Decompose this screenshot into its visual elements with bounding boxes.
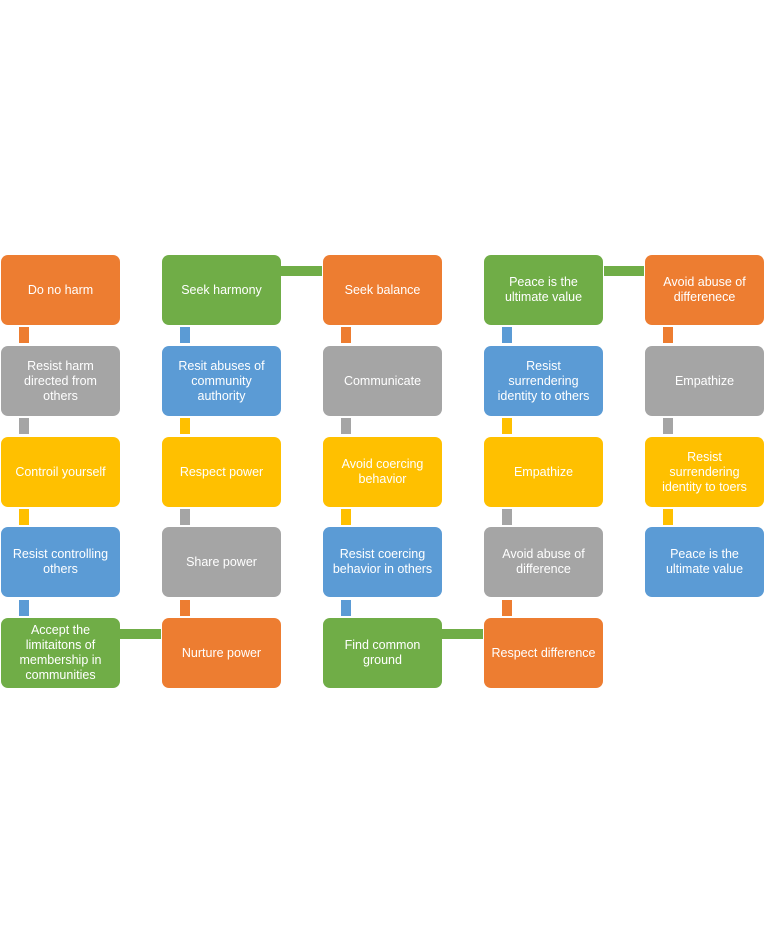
connector-vertical [180, 327, 190, 343]
step-box: Accept the limitaitons of membership in … [1, 618, 120, 688]
step-box: Peace is the ultimate value [645, 527, 764, 597]
connector-vertical [19, 509, 29, 525]
connector-vertical [341, 327, 351, 343]
step-box: Seek balance [323, 255, 442, 325]
step-box: Respect difference [484, 618, 603, 688]
step-box: Avoid coercing behavior [323, 437, 442, 507]
step-label: Respect power [179, 464, 264, 479]
connector-vertical [663, 509, 673, 525]
connector-horizontal [120, 629, 161, 639]
connector-horizontal [281, 266, 322, 276]
step-label: Seek harmony [181, 282, 262, 297]
step-label: Resist surrendering identity to toers [662, 449, 747, 494]
step-label: Do no harm [27, 282, 94, 297]
step-box: Share power [162, 527, 281, 597]
step-box: Resit abuses of community authority [162, 346, 281, 416]
step-box: Empathize [484, 437, 603, 507]
step-label: Empathize [513, 464, 574, 479]
step-box: Resist surrendering identity to toers [645, 437, 764, 507]
step-label: Resist harm directed from others [24, 358, 97, 403]
step-box: Resist surrendering identity to others [484, 346, 603, 416]
step-label: Share power [186, 554, 257, 569]
connector-vertical [19, 418, 29, 434]
connector-horizontal [442, 629, 483, 639]
step-label: Resist coercing behavior in others [332, 547, 433, 576]
connector-vertical [341, 509, 351, 525]
step-box: Avoid abuse of differenece [645, 255, 764, 325]
step-label: Resist surrendering identity to others [497, 358, 590, 403]
step-label: Avoid coercing behavior [341, 457, 424, 486]
connector-vertical [180, 509, 190, 525]
step-label: Resist controlling others [12, 547, 109, 576]
connector-vertical [180, 418, 190, 434]
step-label: Find common ground [344, 638, 421, 667]
step-box: Communicate [323, 346, 442, 416]
connector-vertical [341, 418, 351, 434]
step-box: Resist coercing behavior in others [323, 527, 442, 597]
step-label: Peace is the ultimate value [665, 547, 744, 576]
step-label: Accept the limitaitons of membership in … [19, 623, 102, 682]
step-label: Respect difference [491, 645, 596, 660]
step-box: Avoid abuse of difference [484, 527, 603, 597]
connector-vertical [19, 600, 29, 616]
step-box: Empathize [645, 346, 764, 416]
step-label: Communicate [343, 373, 422, 388]
connector-horizontal [604, 266, 644, 276]
step-label: Avoid abuse of differenece [663, 275, 746, 304]
step-box: Nurture power [162, 618, 281, 688]
connector-vertical [180, 600, 190, 616]
step-box: Find common ground [323, 618, 442, 688]
step-box: Resist harm directed from others [1, 346, 120, 416]
connector-vertical [502, 509, 512, 525]
connector-vertical [502, 600, 512, 616]
step-box: Respect power [162, 437, 281, 507]
step-label: Nurture power [181, 645, 262, 660]
step-box: Resist controlling others [1, 527, 120, 597]
connector-vertical [341, 600, 351, 616]
step-label: Seek balance [344, 282, 421, 297]
step-box: Controil yourself [1, 437, 120, 507]
step-box: Peace is the ultimate value [484, 255, 603, 325]
connector-vertical [502, 327, 512, 343]
connector-vertical [663, 327, 673, 343]
connector-vertical [19, 327, 29, 343]
connector-vertical [502, 418, 512, 434]
step-label: Peace is the ultimate value [504, 275, 583, 304]
connector-vertical [663, 418, 673, 434]
step-label: Resit abuses of community authority [178, 358, 265, 403]
step-box: Do no harm [1, 255, 120, 325]
step-label: Avoid abuse of difference [502, 547, 585, 576]
step-box: Seek harmony [162, 255, 281, 325]
step-label: Empathize [674, 373, 735, 388]
step-label: Controil yourself [15, 464, 106, 479]
